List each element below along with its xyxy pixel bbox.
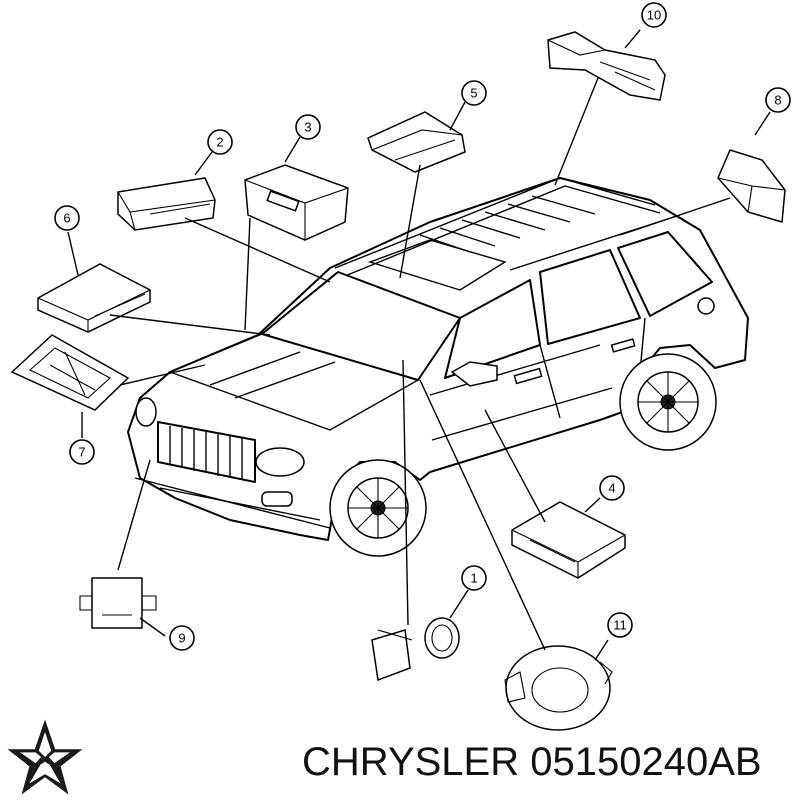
callout-8: 8: [765, 87, 791, 113]
callout-6-label: 6: [63, 211, 70, 226]
callout-2-label: 2: [216, 135, 223, 150]
callout-4-label: 4: [608, 481, 615, 496]
vehicle-illustration: [127, 177, 749, 557]
callout-6: 6: [54, 205, 80, 231]
part-11-clockspring: [504, 645, 613, 731]
grille: [157, 421, 256, 483]
callout-5-label: 5: [470, 86, 477, 101]
callout-7-label: 7: [78, 445, 85, 460]
part-2-body-module: [117, 177, 216, 231]
callout-10-label: 10: [647, 8, 661, 23]
part-7-mounting-bracket: [10, 334, 130, 411]
part-1-sensor: [371, 617, 460, 682]
callout-9: 9: [169, 625, 195, 651]
callout-3-label: 3: [304, 120, 311, 135]
callout-11-label: 11: [613, 618, 627, 633]
part-3-control-module: [244, 164, 349, 241]
callout-2: 2: [207, 129, 233, 155]
part-9-sensor: [79, 577, 157, 629]
callout-10: 10: [641, 2, 667, 28]
callout-3: 3: [295, 114, 321, 140]
callout-1-label: 1: [470, 571, 477, 586]
callout-4: 4: [599, 475, 625, 501]
brand-name: CHRYSLER: [302, 740, 520, 784]
callout-8-label: 8: [774, 93, 781, 108]
callout-11: 11: [607, 612, 633, 638]
brand-part-number-caption: CHRYSLER 05150240AB: [302, 738, 762, 786]
part-4-airbag-module: [511, 501, 626, 579]
callout-1: 1: [461, 565, 487, 591]
part-number: 05150240AB: [530, 740, 762, 784]
part-5-sensor-bracket: [367, 111, 466, 173]
leader-lines: [67, 29, 771, 661]
callout-9-label: 9: [178, 631, 185, 646]
part-8-module: [717, 149, 786, 223]
callout-7: 7: [69, 439, 95, 465]
part-10-bracket-module: [547, 31, 666, 101]
pentastar-icon: [7, 719, 83, 795]
part-6-module: [37, 263, 151, 333]
callout-5: 5: [461, 80, 487, 106]
front-wheel: [329, 459, 427, 557]
rear-wheel: [619, 353, 717, 451]
